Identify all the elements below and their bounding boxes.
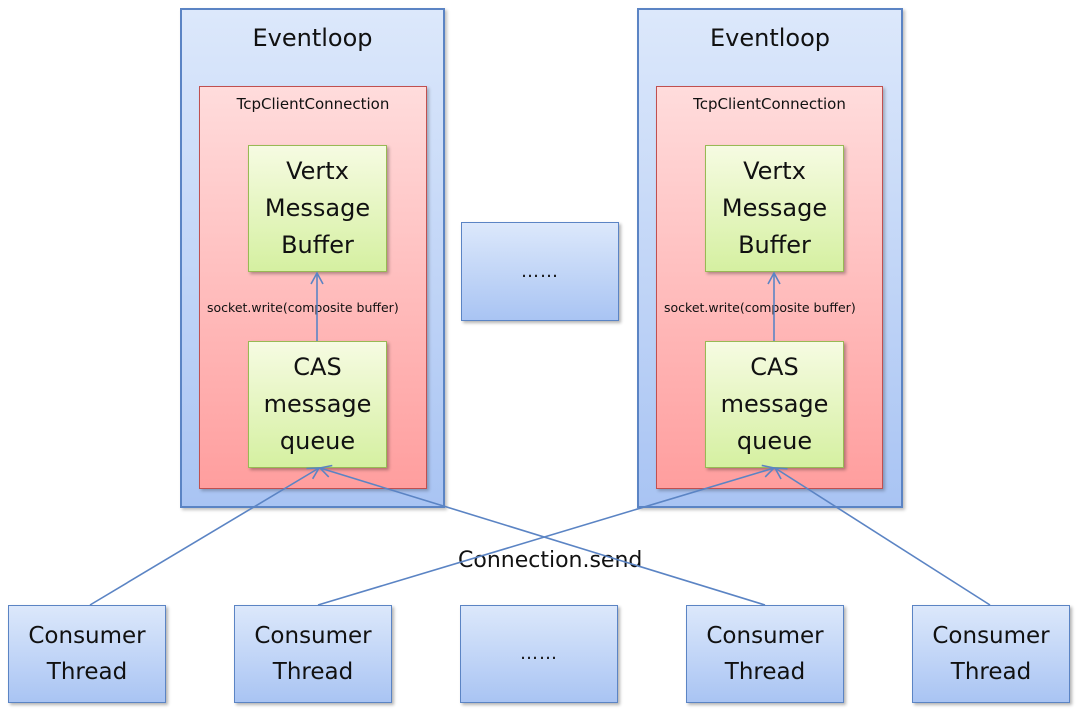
buffer-line: Buffer [281,231,354,259]
cas-message-queue-left: CAS message queue [248,341,387,468]
buffer-line: Vertx [743,157,806,185]
queue-line: message [263,390,372,418]
vertx-message-buffer-right: Vertx Message Buffer [705,145,844,272]
ellipsis-text: …… [520,643,558,664]
queue-line: queue [279,427,356,455]
consumer-line: Thread [272,659,354,685]
ellipsis-text: …… [521,260,559,282]
consumer-thread-3: Consumer Thread [686,605,844,703]
vertx-message-buffer-left: Vertx Message Buffer [248,145,387,272]
eventloop-title: Eventloop [709,24,831,52]
queue-line: CAS [293,353,342,381]
cas-message-queue-right: CAS message queue [705,341,844,468]
consumer-line: Thread [950,659,1032,685]
more-eventloops-placeholder: …… [461,222,619,321]
consumer-line: Consumer [932,623,1050,649]
consumer-line: Consumer [28,623,146,649]
eventloop-title: Eventloop [252,24,373,52]
consumer-thread-1: Consumer Thread [8,605,166,703]
consumer-line: Consumer [254,623,372,649]
buffer-line: Message [721,194,828,222]
consumer-line: Thread [46,659,128,685]
consumer-line: Thread [724,659,806,685]
connection-title: TcpClientConnection [693,95,846,113]
consumer-thread-2: Consumer Thread [234,605,392,703]
connection-title: TcpClientConnection [236,95,390,113]
queue-line: queue [736,427,813,455]
socket-write-label-right: socket.write(composite buffer) [664,300,856,315]
consumer-line: Consumer [706,623,824,649]
consumer-thread-4: Consumer Thread [912,605,1070,703]
more-consumers-placeholder: …… [460,605,618,703]
buffer-line: Buffer [738,231,811,259]
connection-send-label: Connection.send [458,548,643,573]
queue-line: message [720,390,829,418]
buffer-line: Vertx [286,157,349,185]
buffer-line: Message [264,194,371,222]
queue-line: CAS [750,353,799,381]
socket-write-label-left: socket.write(composite buffer) [207,300,399,315]
